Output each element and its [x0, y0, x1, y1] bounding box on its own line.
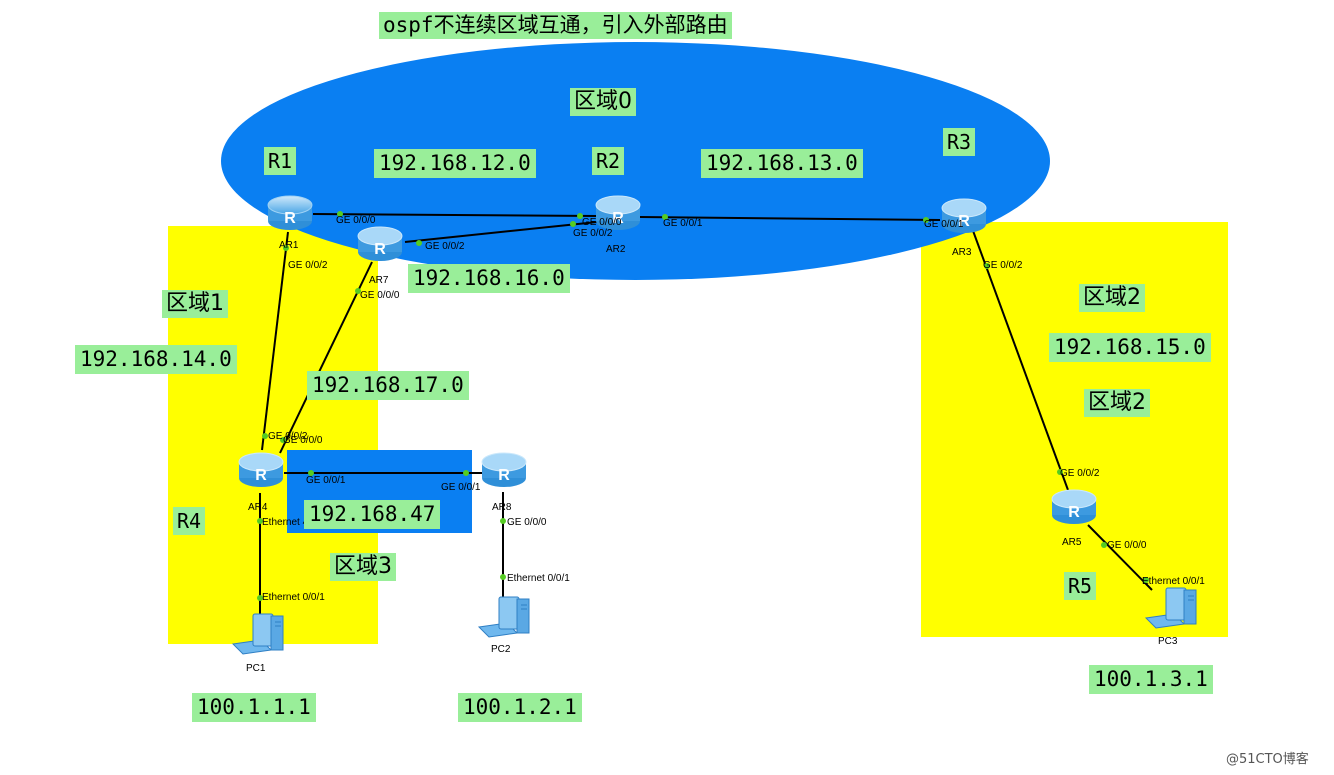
- device-label-ar2: AR2: [606, 244, 626, 255]
- pc1-icon[interactable]: [231, 610, 287, 658]
- port-label-ar7-ge002: GE 0/0/2: [425, 241, 465, 252]
- port-label-pc2-eth: Ethernet 0/0/1: [507, 573, 570, 584]
- device-label-pc1: PC1: [246, 663, 266, 674]
- area2-region: [921, 222, 1228, 637]
- port-label-pc1-eth: Ethernet 0/0/1: [262, 592, 325, 603]
- port-dot: [308, 470, 314, 476]
- router-ar4-icon[interactable]: R: [237, 450, 285, 490]
- link-ar7-ar4: [279, 261, 373, 454]
- port-label-ar3-ge002: GE 0/0/2: [983, 260, 1023, 271]
- router-label-r4: R4: [173, 507, 206, 535]
- port-dot: [662, 214, 668, 220]
- port-label-ar8-ge000: GE 0/0/0: [507, 517, 547, 528]
- port-label-ar2-ge000: GE 0/0/0: [582, 217, 622, 228]
- port-label-pc3-eth: Ethernet 0/0/1: [1142, 576, 1205, 587]
- port-dot: [262, 433, 268, 439]
- pc2-icon[interactable]: [477, 593, 533, 641]
- port-label-ar3-ge001: GE 0/0/1: [924, 219, 964, 230]
- port-dot: [283, 245, 289, 251]
- router-ar7-icon[interactable]: R: [356, 224, 404, 264]
- port-dot: [355, 288, 361, 294]
- device-label-ar5: AR5: [1062, 537, 1082, 548]
- zone-label-area2-b: 区域2: [1084, 389, 1150, 417]
- port-dot: [500, 518, 506, 524]
- diagram-title: ospf不连续区域互通，引入外部路由: [379, 12, 732, 39]
- svg-text:R: R: [284, 210, 296, 227]
- router-label-r5: R5: [1064, 572, 1097, 600]
- port-dot: [337, 211, 343, 217]
- port-dot: [577, 213, 583, 219]
- port-label-ar4-ge001: GE 0/0/1: [306, 475, 346, 486]
- zone-label-area0: 区域0: [570, 88, 636, 116]
- port-dot: [463, 470, 469, 476]
- router-ar5-icon[interactable]: R: [1050, 487, 1098, 527]
- router-label-r3: R3: [943, 128, 976, 156]
- port-label-ar1-ge002: GE 0/0/2: [288, 260, 328, 271]
- host-ip-pc2: 100.1.2.1: [458, 693, 582, 722]
- port-dot: [570, 221, 576, 227]
- port-label-ar7-ge000: GE 0/0/0: [360, 290, 400, 301]
- port-dot: [1101, 542, 1107, 548]
- svg-text:R: R: [612, 210, 624, 227]
- port-label-ar8-ge001: GE 0/0/1: [441, 482, 481, 493]
- router-ar1-icon[interactable]: R: [266, 193, 314, 233]
- port-label-ar5-ge000: GE 0/0/0: [1107, 540, 1147, 551]
- device-label-ar7: AR7: [369, 275, 389, 286]
- router-label-r2: R2: [592, 147, 625, 175]
- device-label-pc2: PC2: [491, 644, 511, 655]
- svg-text:R: R: [255, 467, 267, 484]
- zone-label-area3: 区域3: [330, 553, 396, 581]
- port-dot: [984, 263, 990, 269]
- router-ar8-icon[interactable]: R: [480, 450, 528, 490]
- link-ar2-ar3: [639, 216, 941, 221]
- port-dot: [257, 595, 263, 601]
- device-label-ar4: AR4: [248, 502, 268, 513]
- host-ip-pc3: 100.1.3.1: [1089, 665, 1213, 694]
- device-label-ar8: AR8: [492, 502, 512, 513]
- svg-text:R: R: [498, 467, 510, 484]
- port-dot: [500, 574, 506, 580]
- router-ar3-icon[interactable]: R: [940, 196, 988, 236]
- port-dot: [280, 437, 286, 443]
- network-label-17: 192.168.17.0: [307, 371, 469, 400]
- network-label-12: 192.168.12.0: [374, 149, 536, 178]
- port-dot: [1143, 577, 1149, 583]
- zone-label-area2-a: 区域2: [1079, 284, 1145, 312]
- svg-text:R: R: [1068, 504, 1080, 521]
- device-label-ar3: AR3: [952, 247, 972, 258]
- link-ar5-pc3: [1087, 524, 1153, 591]
- port-label-ar5-ge002: GE 0/0/2: [1060, 468, 1100, 479]
- port-label-ar4-ge002: GE 0/0/2: [268, 431, 308, 442]
- pc3-icon[interactable]: [1144, 584, 1200, 632]
- link-ar1-ar2: [312, 213, 598, 217]
- port-dot: [923, 217, 929, 223]
- network-label-16: 192.168.16.0: [408, 264, 570, 293]
- link-ar1-ar4: [261, 231, 289, 451]
- network-label-14: 192.168.14.0: [75, 345, 237, 374]
- network-label-13: 192.168.13.0: [701, 149, 863, 178]
- host-ip-pc1: 100.1.1.1: [192, 693, 316, 722]
- zone-label-area1: 区域1: [162, 290, 228, 318]
- router-ar2-icon[interactable]: R: [594, 193, 642, 233]
- network-label-47: 192.168.47: [304, 500, 441, 529]
- port-label-ar2-ge001: GE 0/0/1: [663, 218, 703, 229]
- port-label-ar4-ge000: GE 0/0/0: [283, 435, 323, 446]
- port-dot: [1057, 469, 1063, 475]
- port-label-ar4-eth: Ethernet 4/0/0: [262, 517, 325, 528]
- svg-text:R: R: [958, 213, 970, 230]
- port-label-ar2-ge002: GE 0/0/2: [573, 228, 613, 239]
- port-dot: [257, 518, 263, 524]
- port-dot: [416, 240, 422, 246]
- network-label-15: 192.168.15.0: [1049, 333, 1211, 362]
- link-ar3-ar5: [971, 227, 1069, 491]
- device-label-ar1: AR1: [279, 240, 299, 251]
- watermark: @51CTO博客: [1226, 752, 1309, 767]
- link-ar7-ar2: [404, 221, 598, 243]
- port-label-ar1-ge000: GE 0/0/0: [336, 215, 376, 226]
- svg-text:R: R: [374, 241, 386, 258]
- device-label-pc3: PC3: [1158, 636, 1178, 647]
- router-label-r1: R1: [264, 147, 297, 175]
